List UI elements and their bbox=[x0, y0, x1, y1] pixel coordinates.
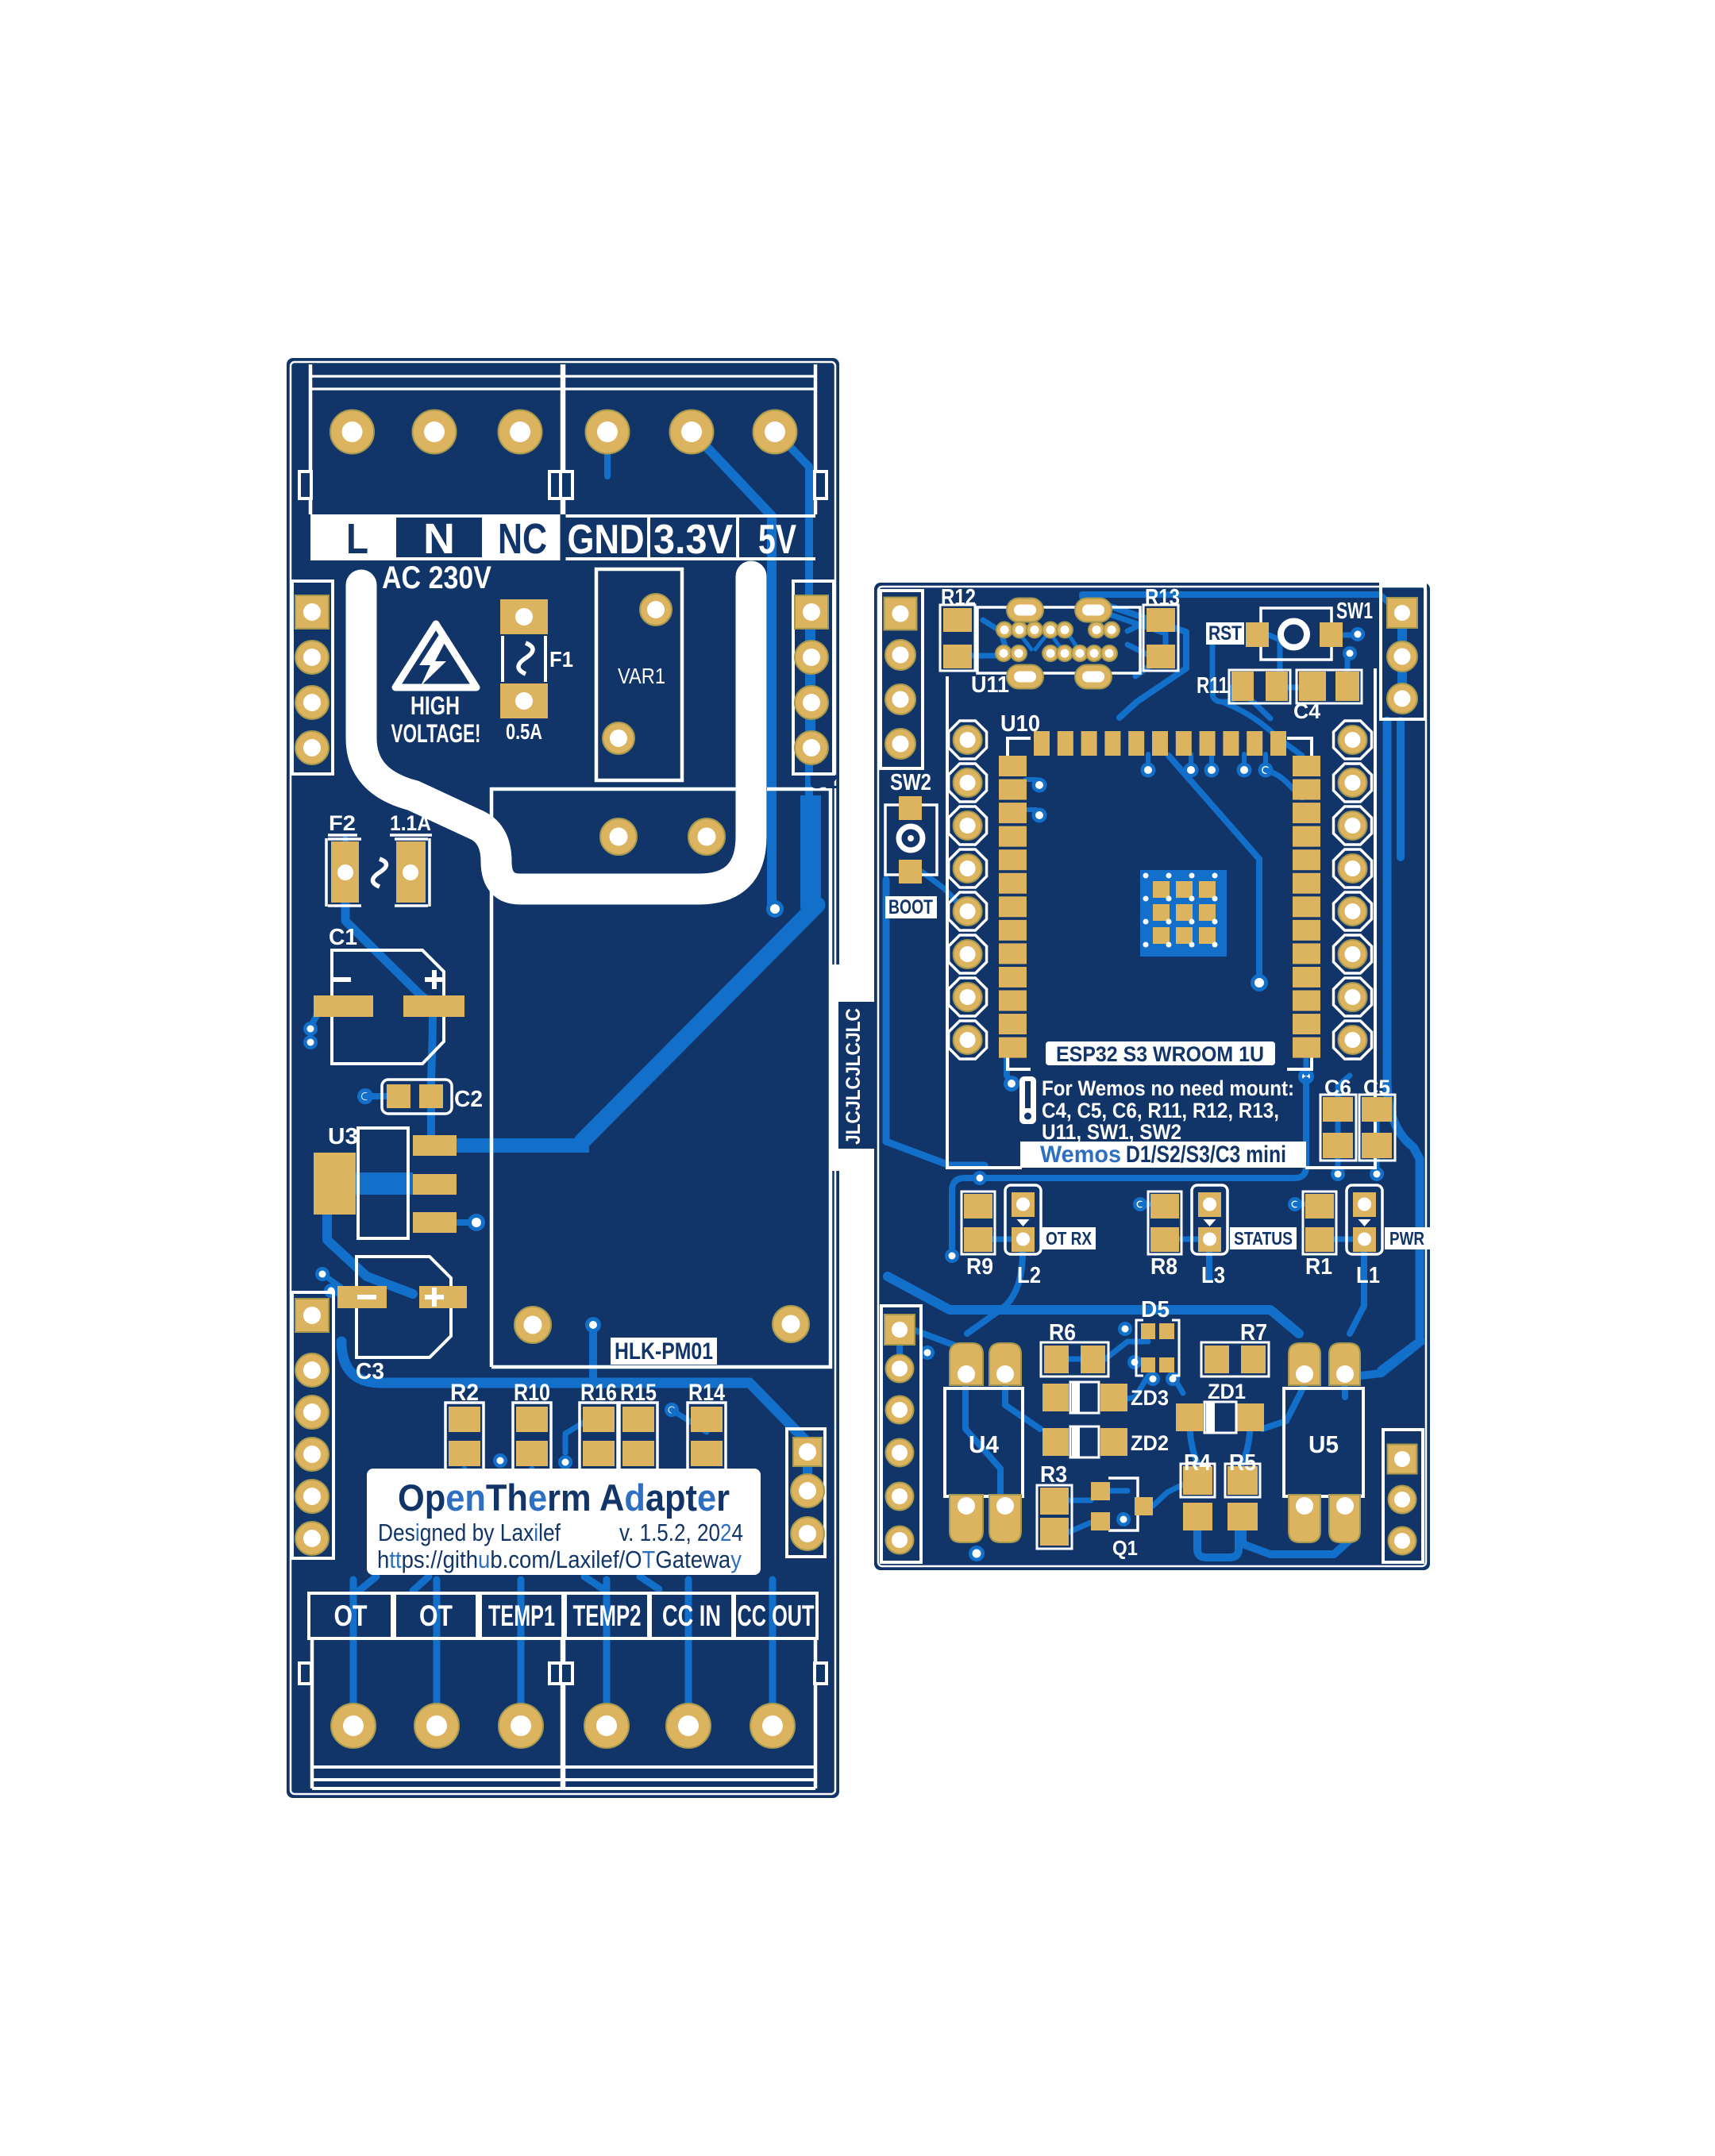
svg-text:CC IN: CC IN bbox=[662, 1600, 721, 1632]
svg-text:L2: L2 bbox=[1017, 1263, 1041, 1288]
svg-text:R10: R10 bbox=[514, 1380, 550, 1406]
svg-text:NC: NC bbox=[498, 515, 547, 563]
svg-text:R15: R15 bbox=[620, 1380, 657, 1406]
svg-text:VOLTAGE!: VOLTAGE! bbox=[391, 719, 481, 748]
svg-text:C3: C3 bbox=[356, 1359, 384, 1384]
svg-text:U5: U5 bbox=[1308, 1430, 1339, 1458]
svg-text:R14: R14 bbox=[688, 1380, 725, 1406]
svg-text:R13: R13 bbox=[1145, 585, 1180, 610]
svg-text:ESP32 S3 WROOM 1U: ESP32 S3 WROOM 1U bbox=[1056, 1042, 1264, 1066]
svg-text:R9: R9 bbox=[966, 1254, 993, 1280]
svg-text:R4: R4 bbox=[1184, 1450, 1211, 1476]
svg-text:F1: F1 bbox=[549, 647, 573, 672]
svg-text:U3: U3 bbox=[328, 1124, 358, 1149]
svg-text:PWR: PWR bbox=[1389, 1228, 1424, 1249]
svg-text:R12: R12 bbox=[941, 585, 976, 610]
svg-text:R8: R8 bbox=[1150, 1254, 1177, 1280]
svg-text:C4: C4 bbox=[1293, 699, 1320, 723]
svg-text:U10: U10 bbox=[1000, 711, 1040, 737]
svg-text:ZD3: ZD3 bbox=[1131, 1386, 1169, 1410]
svg-text:F2: F2 bbox=[329, 811, 356, 835]
svg-text:OT: OT bbox=[334, 1600, 368, 1632]
svg-text:v. 1.5.2, 2024: v. 1.5.2, 2024 bbox=[619, 1519, 743, 1546]
svg-text:RST: RST bbox=[1208, 622, 1242, 645]
svg-text:TEMP1: TEMP1 bbox=[488, 1600, 555, 1632]
svg-text:For Wemos no need mount:: For Wemos no need mount: bbox=[1042, 1076, 1294, 1100]
svg-text:0.5A: 0.5A bbox=[506, 719, 542, 744]
svg-text:1.1A: 1.1A bbox=[390, 811, 431, 835]
svg-text:Designed by Laxilef: Designed by Laxilef bbox=[378, 1519, 561, 1546]
svg-text:R2: R2 bbox=[450, 1380, 479, 1406]
svg-text:OT RX: OT RX bbox=[1046, 1228, 1093, 1249]
svg-text:R5: R5 bbox=[1229, 1450, 1256, 1476]
svg-text:SW2: SW2 bbox=[890, 770, 931, 795]
svg-text:C1: C1 bbox=[329, 925, 357, 950]
svg-text:N: N bbox=[423, 515, 455, 563]
svg-text:U11: U11 bbox=[971, 672, 1009, 698]
svg-text:C4, C5, C6, R11, R12, R13,: C4, C5, C6, R11, R12, R13, bbox=[1042, 1099, 1279, 1122]
svg-text:JLCJLCJLCJLC: JLCJLCJLCJLC bbox=[842, 1008, 865, 1145]
svg-text:STATUS: STATUS bbox=[1234, 1228, 1293, 1249]
svg-text:D5: D5 bbox=[1141, 1297, 1170, 1322]
svg-text:BOOT: BOOT bbox=[888, 896, 933, 918]
svg-text:ZD1: ZD1 bbox=[1208, 1380, 1246, 1403]
svg-text:HLK-PM01: HLK-PM01 bbox=[615, 1338, 713, 1365]
svg-text:CC OUT: CC OUT bbox=[738, 1600, 815, 1632]
svg-text:R11: R11 bbox=[1197, 673, 1228, 699]
svg-text:TEMP2: TEMP2 bbox=[573, 1600, 642, 1632]
svg-text:L3: L3 bbox=[1201, 1263, 1225, 1288]
svg-text:ZD2: ZD2 bbox=[1131, 1431, 1169, 1455]
svg-text:GND: GND bbox=[568, 517, 645, 563]
svg-text:C2: C2 bbox=[454, 1087, 483, 1112]
svg-text:3.3V: 3.3V bbox=[653, 517, 733, 563]
svg-text:L1: L1 bbox=[1356, 1263, 1380, 1288]
svg-text:U4: U4 bbox=[969, 1430, 1000, 1458]
svg-text:5V: 5V bbox=[758, 517, 796, 563]
svg-text:R1: R1 bbox=[1305, 1254, 1332, 1280]
svg-text:HIGH: HIGH bbox=[410, 691, 460, 720]
svg-text:OpenTherm Adapter: OpenTherm Adapter bbox=[398, 1476, 730, 1519]
svg-text:L: L bbox=[346, 515, 368, 563]
svg-text:Wemos: Wemos bbox=[1040, 1142, 1121, 1168]
svg-text:https://github.com/Laxilef/OTG: https://github.com/Laxilef/OTGateway bbox=[377, 1546, 742, 1573]
svg-text:OT: OT bbox=[419, 1600, 453, 1632]
svg-text:VAR1: VAR1 bbox=[618, 664, 665, 688]
svg-text:AC 230V: AC 230V bbox=[382, 560, 491, 595]
svg-text:SW1: SW1 bbox=[1336, 599, 1373, 624]
svg-text:Q1: Q1 bbox=[1112, 1536, 1138, 1560]
svg-text:D1/S2/S3/C3 mini: D1/S2/S3/C3 mini bbox=[1126, 1142, 1286, 1168]
svg-text:R16: R16 bbox=[580, 1380, 617, 1406]
svg-text:U11, SW1, SW2: U11, SW1, SW2 bbox=[1042, 1120, 1181, 1144]
svg-text:R3: R3 bbox=[1040, 1462, 1067, 1488]
